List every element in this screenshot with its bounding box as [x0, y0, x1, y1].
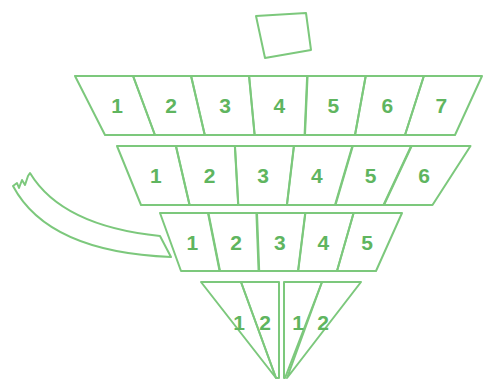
numbered-cell: 2: [176, 146, 238, 205]
cell-number: 3: [219, 95, 231, 116]
cell-shape: [176, 146, 238, 205]
cell-number: 5: [327, 95, 339, 116]
numbered-cell: 2: [241, 282, 279, 378]
cell-number: 5: [365, 165, 377, 186]
cell-shape: [337, 213, 402, 271]
cell-shape: [75, 76, 155, 135]
cell-number: 2: [259, 312, 271, 333]
cell-number: 1: [233, 312, 245, 333]
handle-shape: [13, 173, 171, 257]
cell-shape: [257, 213, 305, 271]
cell-number: 2: [204, 165, 216, 186]
cell-shape: [241, 282, 279, 378]
cell-shape: [201, 282, 276, 378]
cell-number: 4: [311, 165, 323, 186]
numbered-cell: 4: [287, 146, 353, 205]
numbered-cell: 5: [335, 146, 411, 205]
cell-number: 5: [361, 232, 373, 253]
cell-number: 3: [257, 165, 269, 186]
cell-number: 1: [187, 232, 199, 253]
cell-number: 2: [230, 232, 242, 253]
lid-shape: [256, 13, 311, 58]
cell-number: 1: [111, 95, 123, 116]
cell-shape: [235, 146, 294, 205]
cell-shape: [287, 146, 353, 205]
numbered-cell: 6: [384, 146, 471, 205]
numbered-cell: 3: [235, 146, 294, 205]
cell-number: 6: [418, 165, 430, 186]
numbered-cell: 3: [257, 213, 305, 271]
cell-shape: [405, 76, 482, 135]
cell-number: 2: [317, 312, 329, 333]
numbered-cell: 4: [249, 76, 307, 135]
cell-number: 3: [274, 232, 286, 253]
cell-shape: [287, 282, 361, 378]
numbered-cell: 5: [337, 213, 402, 271]
numbered-cell: 7: [405, 76, 482, 135]
cell-number: 7: [436, 95, 448, 116]
numbered-cell: 2: [208, 213, 259, 271]
cell-number: 1: [292, 312, 304, 333]
cell-shape: [249, 76, 307, 135]
cell-number: 6: [382, 95, 394, 116]
cell-number: 2: [165, 95, 177, 116]
cell-number: 4: [318, 232, 330, 253]
cell-shape: [335, 146, 411, 205]
cell-shape: [208, 213, 259, 271]
numbered-cell: 3: [191, 76, 255, 135]
cell-shape: [384, 146, 471, 205]
numbered-cell: 1: [75, 76, 155, 135]
cell-shape: [191, 76, 255, 135]
cell-number: 1: [150, 165, 162, 186]
cell-number: 4: [273, 95, 285, 116]
